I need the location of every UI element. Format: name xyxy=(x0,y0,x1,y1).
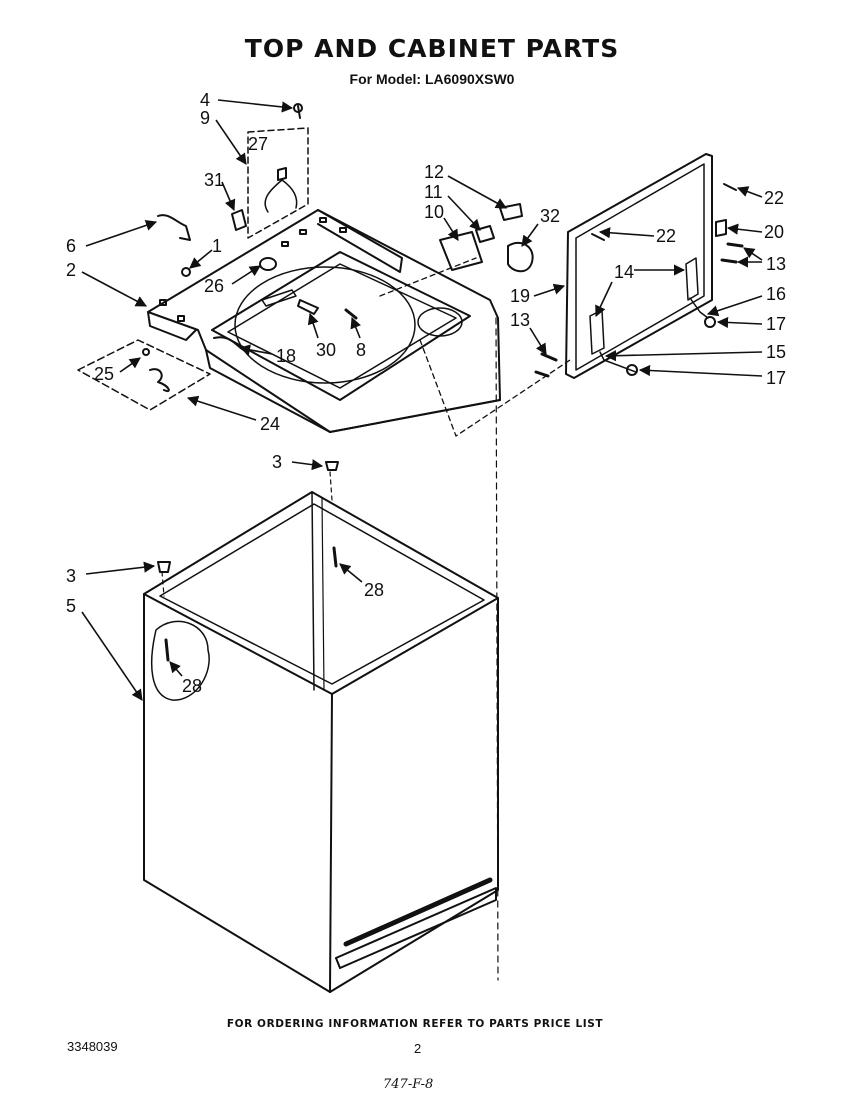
callout-labels: 4 9 27 31 6 1 2 26 30 8 18 12 11 10 32 1… xyxy=(66,90,786,696)
callout-11: 11 xyxy=(424,182,443,202)
callout-4: 4 xyxy=(200,90,210,110)
lid xyxy=(534,153,744,379)
callout-12: 12 xyxy=(424,162,444,182)
part-3-clip-rear xyxy=(325,461,339,471)
cabinet-body xyxy=(143,491,499,993)
part-11-bracket xyxy=(475,225,495,243)
callout-26: 26 xyxy=(204,276,224,296)
callout-2: 2 xyxy=(66,260,76,280)
callout-1: 1 xyxy=(212,236,222,256)
callout-13-right: 13 xyxy=(766,254,786,274)
callout-14: 14 xyxy=(614,262,634,282)
callout-30: 30 xyxy=(316,340,336,360)
callout-5: 5 xyxy=(66,596,76,616)
document-number: 3348039 xyxy=(67,1039,118,1054)
callout-24: 24 xyxy=(260,414,280,434)
part-32-cover xyxy=(507,241,534,273)
callout-16: 16 xyxy=(766,284,786,304)
model-subtitle: For Model: LA6090XSW0 xyxy=(349,71,515,87)
callout-13-left: 13 xyxy=(510,310,530,330)
callout-3-rear: 3 xyxy=(272,452,282,472)
page-title: TOP AND CABINET PARTS xyxy=(244,34,620,63)
part-1-screw xyxy=(181,267,191,277)
part-31-clip xyxy=(231,209,247,231)
callout-28-front: 28 xyxy=(182,676,202,696)
callout-22-inner: 22 xyxy=(656,226,676,246)
part-8-screw xyxy=(344,308,358,320)
callout-10: 10 xyxy=(424,202,444,222)
part-30-bumper xyxy=(297,299,319,315)
part-6-hinge xyxy=(157,214,191,241)
callout-20: 20 xyxy=(764,222,784,242)
ordering-info-note: FOR ORDERING INFORMATION REFER TO PARTS … xyxy=(226,1018,604,1030)
part-27-harness xyxy=(277,167,287,181)
callout-27: 27 xyxy=(248,134,268,154)
part-9-assembly-box xyxy=(247,127,309,239)
page-number: 2 xyxy=(414,1041,422,1056)
callout-31: 31 xyxy=(204,170,224,190)
callout-8: 8 xyxy=(356,340,366,360)
part-25-spring xyxy=(149,368,170,392)
part-3-clip-front xyxy=(157,561,171,573)
part-26-grommet xyxy=(259,257,277,271)
callout-15: 15 xyxy=(766,342,786,362)
part-25-screw xyxy=(142,348,150,356)
callout-19: 19 xyxy=(510,286,530,306)
handwritten-note: 747-F-8 xyxy=(383,1077,434,1092)
callout-32: 32 xyxy=(540,206,560,226)
callout-6: 6 xyxy=(66,236,76,256)
part-24-assembly-box xyxy=(77,339,211,411)
callout-25: 25 xyxy=(94,364,114,384)
callout-28-rear: 28 xyxy=(364,580,384,600)
callout-3-front: 3 xyxy=(66,566,76,586)
callout-17-top: 17 xyxy=(766,314,786,334)
cabinet-top xyxy=(147,209,501,433)
callout-9: 9 xyxy=(200,108,210,128)
callout-22-outer: 22 xyxy=(764,188,784,208)
part-10-lid-switch xyxy=(439,231,483,271)
part-12-screw xyxy=(499,203,523,221)
callout-18: 18 xyxy=(276,346,296,366)
callout-17-bottom: 17 xyxy=(766,368,786,388)
